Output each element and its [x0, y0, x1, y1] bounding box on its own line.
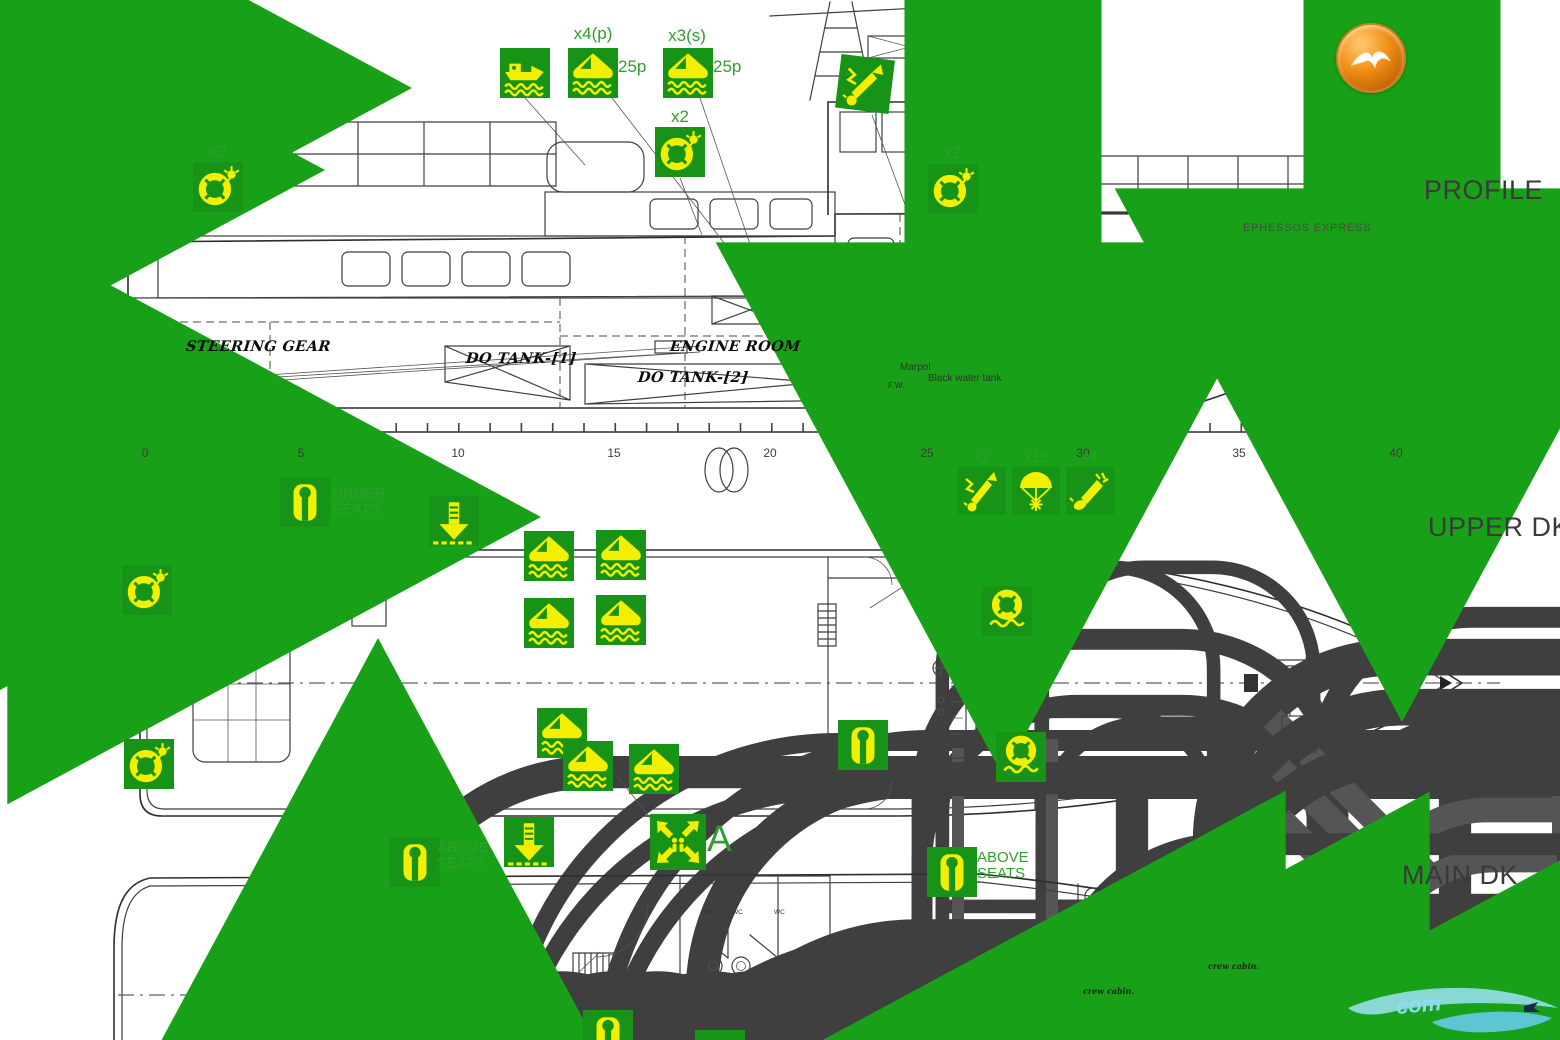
lifejacket-sign-icon — [927, 847, 977, 897]
embarkation-ladder-sign-icon — [429, 496, 479, 546]
lifejacket-sign-icon — [838, 720, 888, 770]
lifejacket-sign-icon — [390, 837, 440, 887]
wc-label: WC — [732, 909, 743, 916]
parachute-flare-sign-icon — [1012, 467, 1060, 515]
scale-tick-30: 30 — [1076, 446, 1090, 460]
liferaft-sign-icon — [524, 598, 574, 648]
rescue-boat-sign-icon — [500, 48, 550, 98]
main-deck-view-title: MAIN DK — [1402, 860, 1519, 890]
watermark-text: com — [1394, 990, 1443, 1019]
do-tank-1-label: DO TANK-[1] — [465, 350, 578, 367]
lifebuoy-sign-icon — [124, 739, 174, 789]
liferaft-sign-icon — [568, 48, 618, 98]
lifebuoy-sign-icon — [193, 162, 243, 212]
steering-gear-label: STEERING GEAR — [185, 338, 332, 355]
lifejacket-sign-icon — [280, 477, 330, 527]
liferaft-sign-icon — [596, 595, 646, 645]
liferaft-sign-icon — [563, 741, 613, 791]
scale-tick-10: 10 — [451, 446, 465, 460]
embarkation-ladder-sign-icon — [504, 817, 554, 867]
escape-arrow — [716, 0, 1291, 776]
profile-view-title: PROFILE — [1424, 175, 1544, 205]
lifebuoy-qty-label: x2 — [209, 142, 227, 161]
safety-signs — [122, 48, 1114, 1040]
scale-tick-25: 25 — [920, 446, 934, 460]
broker-logo[interactable] — [1336, 23, 1406, 93]
marpol-tank-label: Marpol — [900, 362, 931, 373]
scale-tick-0: 0 — [141, 446, 149, 460]
seagull-logo-icon — [1350, 51, 1391, 69]
wc-label: WC — [774, 909, 785, 916]
ship-name: EPHESSOS EXPRESS — [1243, 222, 1372, 234]
crew-cabin-label: crew cabin. — [1083, 986, 1135, 996]
lifebuoy-with-line-sign-icon — [996, 732, 1046, 782]
rocket-flare-qty-label: x2 — [974, 449, 990, 466]
lifebuoy-with-line-sign-icon — [982, 586, 1032, 636]
scale-tick-35: 35 — [1232, 446, 1246, 460]
lifejacket-sign-icon — [583, 1010, 633, 1040]
assembly-station-sign-icon — [650, 814, 706, 870]
black-water-tank-label: Black water tank — [928, 373, 1002, 384]
liferaft-stbd-qty-label: x3(s) — [668, 26, 706, 45]
upper-deck-view-title: UPPER DK — [1428, 512, 1560, 542]
lifebuoy-boatdeck-qty-label: x2 — [671, 107, 689, 126]
under-seats-label: UNDER SEATS — [332, 485, 386, 518]
engine-room-label: ENGINE ROOM — [669, 338, 802, 355]
hand-flare-sign-icon — [1066, 467, 1114, 515]
liferaft-port-qty-label: x4(p) — [573, 24, 613, 43]
above-seats-label-stbd: ABOVE SEATS — [977, 849, 1029, 882]
liferaft-sign-icon — [663, 48, 713, 98]
rocket-flare-sign-icon — [958, 467, 1006, 515]
wc-label: WC — [704, 909, 715, 916]
clipped-sign-icon — [695, 1030, 745, 1040]
scale-tick-5: 5 — [297, 446, 305, 460]
liferaft-port-capacity-label: 25p — [618, 57, 647, 76]
lifebuoy-sign-icon — [122, 565, 172, 615]
lifebuoy-sign-icon — [928, 164, 978, 214]
above-seats-label-port: ABOVE SEATS — [437, 839, 489, 872]
lifebuoy-foredeck-qty-label: x2 — [944, 143, 962, 162]
scale-tick-20: 20 — [763, 446, 777, 460]
hand-flare-qty-label: x4 — [1082, 449, 1098, 466]
parachute-flare-qty-label: x12 — [1023, 449, 1049, 466]
watermark-swoosh — [1348, 987, 1558, 1033]
scale-tick-15: 15 — [607, 446, 621, 460]
liferaft-sign-icon — [596, 530, 646, 580]
fresh-water-tank-label: F.W. — [888, 380, 905, 390]
crew-cabin-label: crew cabin. — [1208, 961, 1260, 971]
do-tank-2-label: DO TANK-[2] — [637, 369, 750, 386]
lifebuoy-sign-icon — [655, 127, 705, 177]
liferaft-stbd-capacity-label: 25p — [713, 57, 742, 76]
liferaft-sign-icon — [629, 744, 679, 794]
assembly-station-letter: A — [707, 818, 732, 859]
pyrotechnics-sign-icon — [834, 53, 896, 115]
liferaft-sign-icon — [524, 531, 574, 581]
scale-tick-40: 40 — [1389, 446, 1403, 460]
